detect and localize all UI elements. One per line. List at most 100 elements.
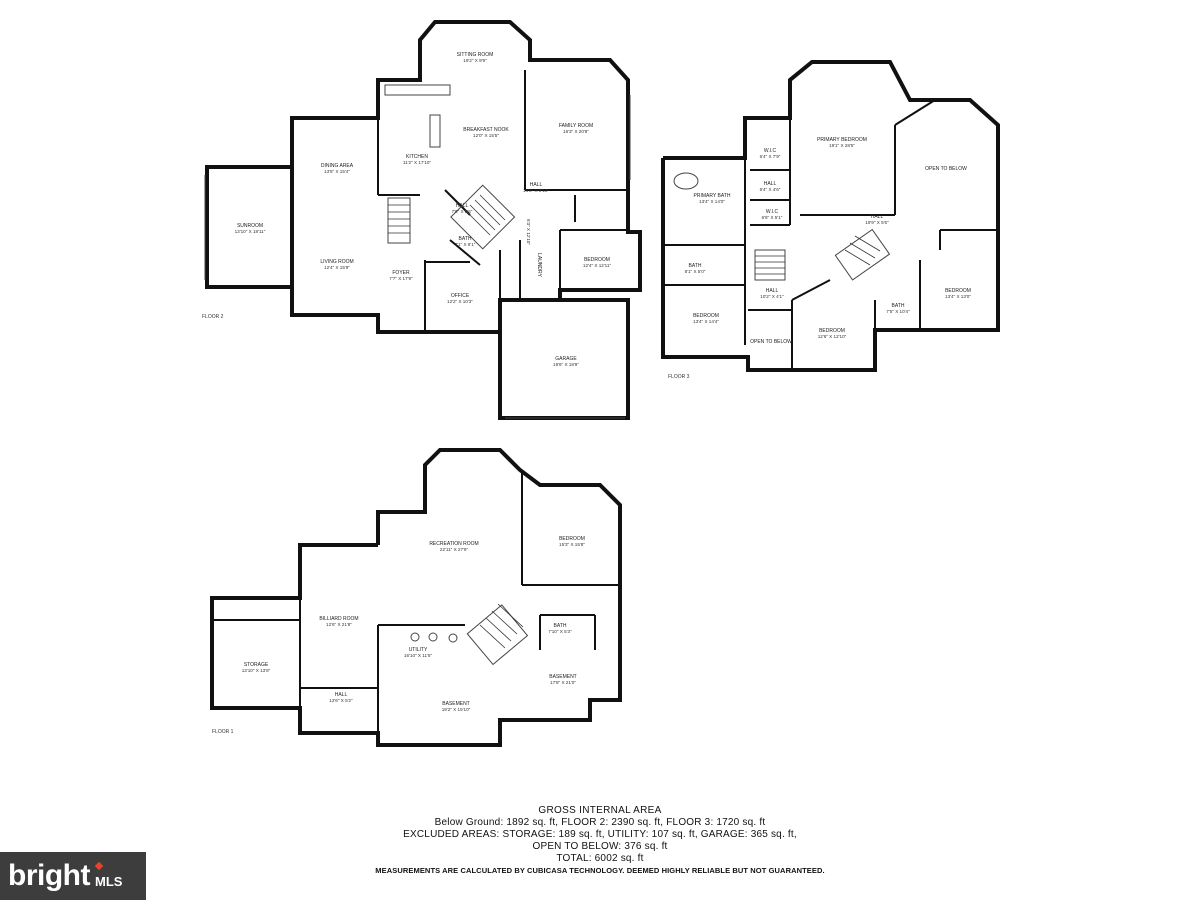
room-dimensions: 7'5" X 10'4" (886, 309, 910, 314)
utility-fixture (428, 632, 438, 642)
room-name: BEDROOM (819, 328, 845, 334)
room-name: HALL (764, 181, 777, 187)
room-dimensions: 14'8" X 8'10" (523, 188, 549, 193)
room-dimensions: 13'10" X 13'8" (242, 668, 271, 673)
room-dimensions: 11'2" X 17'10" (403, 160, 432, 165)
room-dimensions: 19'2" X 9'9" (463, 58, 487, 63)
floor-3-plan (661, 60, 1000, 372)
room-name: PRIMARY BEDROOM (817, 137, 867, 143)
room-labels: SITTING ROOM 19'2" X 9'9" BREAKFAST NOOK… (202, 52, 971, 735)
room-name: UTILITY (409, 647, 428, 653)
room-name: BILLIARD ROOM (319, 616, 358, 622)
summary-disclaimer: MEASUREMENTS ARE CALCULATED BY CUBICASA … (375, 866, 825, 875)
room-dimensions: 17'8" X 21'0" (550, 680, 576, 685)
room-name: FAMILY ROOM (559, 123, 593, 129)
room-name: BATH (459, 236, 472, 242)
room-name: HALL (766, 288, 779, 294)
summary-excluded-areas: EXCLUDED AREAS: STORAGE: 189 sq. ft, UTI… (403, 829, 797, 840)
room-dimensions: 12'6" X 12'10" (818, 334, 847, 339)
room-name: BATH (689, 263, 702, 269)
floor-1-stairs (466, 603, 529, 666)
room-dimensions: 13'10" X 18'11" (235, 229, 266, 234)
room-name: BASEMENT (549, 674, 577, 680)
room-name: SUNROOM (237, 223, 263, 229)
room-dimensions: 13'5" X 15'4" (324, 169, 350, 174)
summary-open-to-below: OPEN TO BELOW: 376 sq. ft (532, 841, 668, 852)
room-name: BREAKFAST NOOK (463, 127, 509, 133)
room-dimensions: 16'10" X 11'5" (404, 653, 433, 658)
room-name: STORAGE (244, 662, 269, 668)
summary-heading: GROSS INTERNAL AREA (538, 805, 662, 816)
room-name: BATH (892, 303, 905, 309)
floor-label: FLOOR 2 (202, 314, 224, 320)
room-name: LAUNDRY (536, 253, 542, 277)
floor-label: FLOOR 3 (668, 374, 690, 380)
room-name: RECREATION ROOM (429, 541, 478, 547)
room-name: SITTING ROOM (457, 52, 494, 58)
room-dimensions: 12'4" X 15'9" (324, 265, 350, 270)
room-name: BEDROOM (945, 288, 971, 294)
summary-floor-areas: Below Ground: 1892 sq. ft, FLOOR 2: 2390… (434, 817, 766, 828)
room-dimensions: 6'4" X 4'6" (760, 187, 781, 192)
utility-fixture (410, 632, 420, 642)
room-dimensions: 7'7" X 17'9" (389, 276, 413, 281)
room-dimensions: 13'4" X 14'0" (699, 199, 725, 204)
room-name: OPEN TO BELOW (750, 339, 792, 345)
room-name: HALL (530, 182, 543, 188)
bathtub (673, 172, 699, 190)
room-dimensions: 13'4" X 13'0" (945, 294, 971, 299)
room-name: GARAGE (555, 356, 577, 362)
room-name: BEDROOM (693, 313, 719, 319)
room-dimensions: 19'6" X 18'9" (553, 362, 579, 367)
room-name: BASEMENT (442, 701, 470, 707)
room-name: PRIMARY BATH (694, 193, 731, 199)
room-name: BEDROOM (584, 257, 610, 263)
room-name: BEDROOM (559, 536, 585, 542)
floor-3-stairs (754, 228, 891, 281)
room-name: BATH (554, 623, 567, 629)
bright-mls-logo: bright MLS (0, 852, 146, 900)
room-dimensions: 7'1" X 6'1" (455, 242, 476, 247)
interior-wall (449, 239, 481, 266)
brand-mls-text: MLS (94, 873, 123, 889)
room-dimensions: 8'1" X 5'0" (685, 269, 706, 274)
kitchen-counter (384, 84, 451, 96)
room-name: W.I.C (764, 148, 777, 154)
room-dimensions: 12'0" X 15'5" (473, 133, 499, 138)
floor-2-stairs (387, 184, 516, 250)
room-dimensions: 6'4" X 7'9" (760, 154, 781, 159)
room-dimensions: 7'6" X 6'5" (452, 209, 473, 214)
room-dimensions: 12'4" X 12'11" (583, 263, 612, 268)
floor-1-outer-walls (210, 448, 622, 747)
room-dimensions: 12'6" X 21'8" (326, 622, 352, 627)
room-name: KITCHEN (406, 154, 428, 160)
room-dimensions: 10'2" X 4'1" (760, 294, 784, 299)
room-name: FOYER (392, 270, 410, 276)
room-dimensions: 7'10" X 5'3" (548, 629, 572, 634)
room-name: OPEN TO BELOW (925, 166, 967, 172)
utility-fixture (448, 633, 458, 643)
kitchen-island (429, 114, 441, 148)
room-name: W.I.C (766, 209, 779, 215)
room-dimensions: 13'4" X 14'4" (693, 319, 719, 324)
room-dimensions: 16'3" X 20'8" (563, 129, 589, 134)
room-name: OFFICE (451, 293, 470, 299)
room-dimensions: 6'3" X 12'10" (526, 219, 531, 245)
room-dimensions: 6'6" X 5'1" (762, 215, 783, 220)
summary-total: TOTAL: 6002 sq. ft (556, 853, 644, 864)
room-dimensions: 15'3" X 15'8" (559, 542, 585, 547)
room-name: HALL (871, 214, 884, 220)
floor-2-plan (204, 20, 642, 420)
floor-1-plan (210, 448, 622, 747)
room-name: LIVING ROOM (320, 259, 353, 265)
room-dimensions: 19'1" X 28'5" (829, 143, 855, 148)
room-name: DINING AREA (321, 163, 354, 169)
brand-accent-mark (94, 861, 104, 871)
room-dimensions: 12'2" X 10'3" (447, 299, 473, 304)
interior-wall (894, 99, 936, 126)
room-name: HALL (335, 692, 348, 698)
room-dimensions: 12'6" X 5'2" (329, 698, 353, 703)
room-dimensions: 19'9" X 5'6" (865, 220, 889, 225)
area-summary: GROSS INTERNAL AREA Below Ground: 1892 s… (300, 805, 900, 876)
